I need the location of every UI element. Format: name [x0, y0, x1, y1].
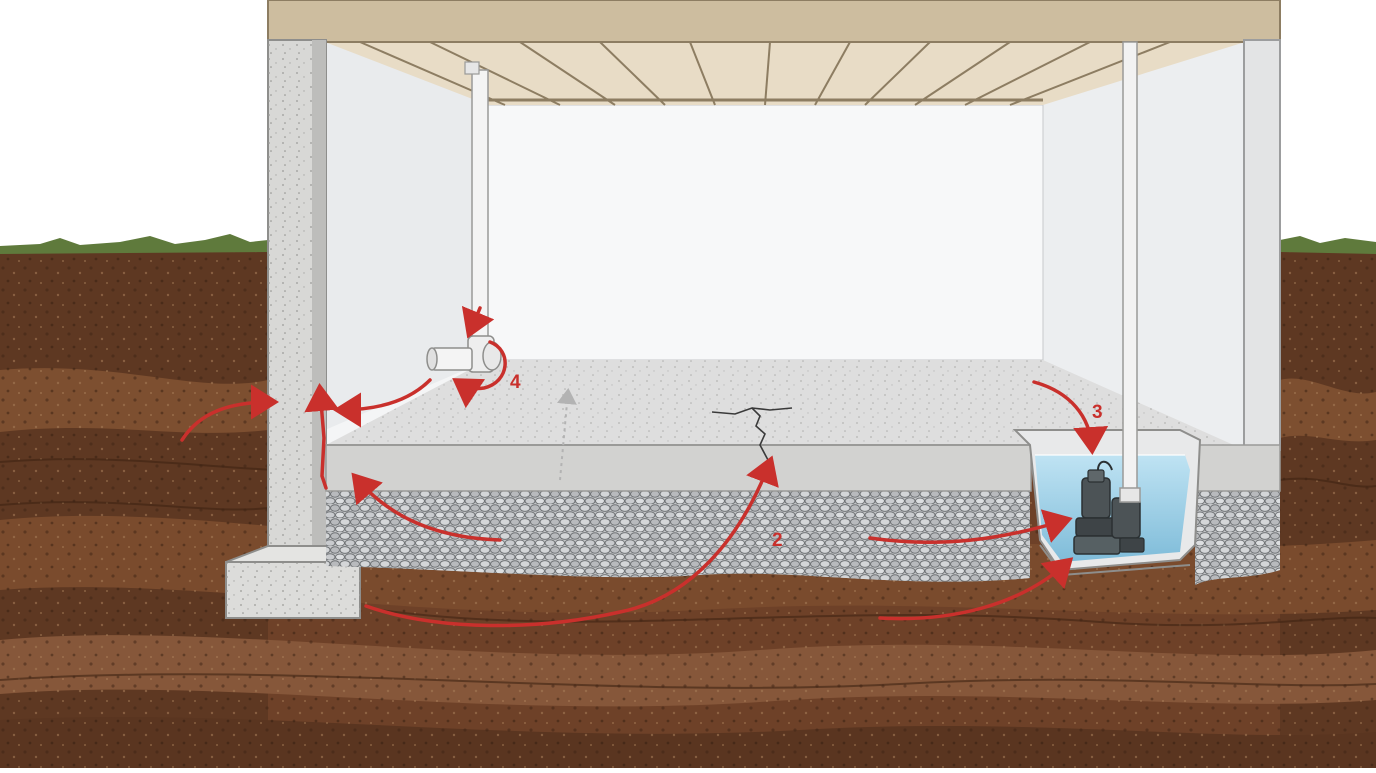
arrow-icon: [351, 472, 502, 542]
arrow-icon: [452, 340, 507, 409]
callout-2: 2: [772, 530, 783, 551]
gravel-bed: [326, 490, 1280, 585]
floor-joists: [267, 0, 1281, 106]
foundation-wall-right: [1243, 39, 1281, 451]
concrete-slab: [325, 360, 1281, 492]
arrow-icon: [333, 378, 432, 428]
slab-crack: [711, 407, 793, 473]
grass-line: [0, 234, 1376, 254]
pipe-elbow: [426, 61, 502, 373]
sump-pump-icon: [1073, 460, 1145, 555]
callout-labels: 2 3 4: [510, 372, 1103, 551]
arrow-icon: [180, 384, 279, 442]
arrow-icon: [304, 383, 340, 490]
foundation-wall-left: [267, 39, 327, 571]
arrow-icon: [878, 557, 1074, 621]
arrow-icon: [364, 455, 779, 628]
vapor-rise-arrow: [556, 388, 577, 481]
pipe-icon: [1119, 41, 1141, 503]
arrow-icon: [1032, 380, 1109, 455]
callout-4: 4: [510, 372, 521, 393]
water-flow-arrows: [180, 305, 1109, 628]
footing-left: [225, 545, 378, 619]
arrow-icon: [461, 305, 495, 339]
callout-3: 3: [1092, 402, 1103, 423]
arrow-icon: [868, 509, 1073, 545]
